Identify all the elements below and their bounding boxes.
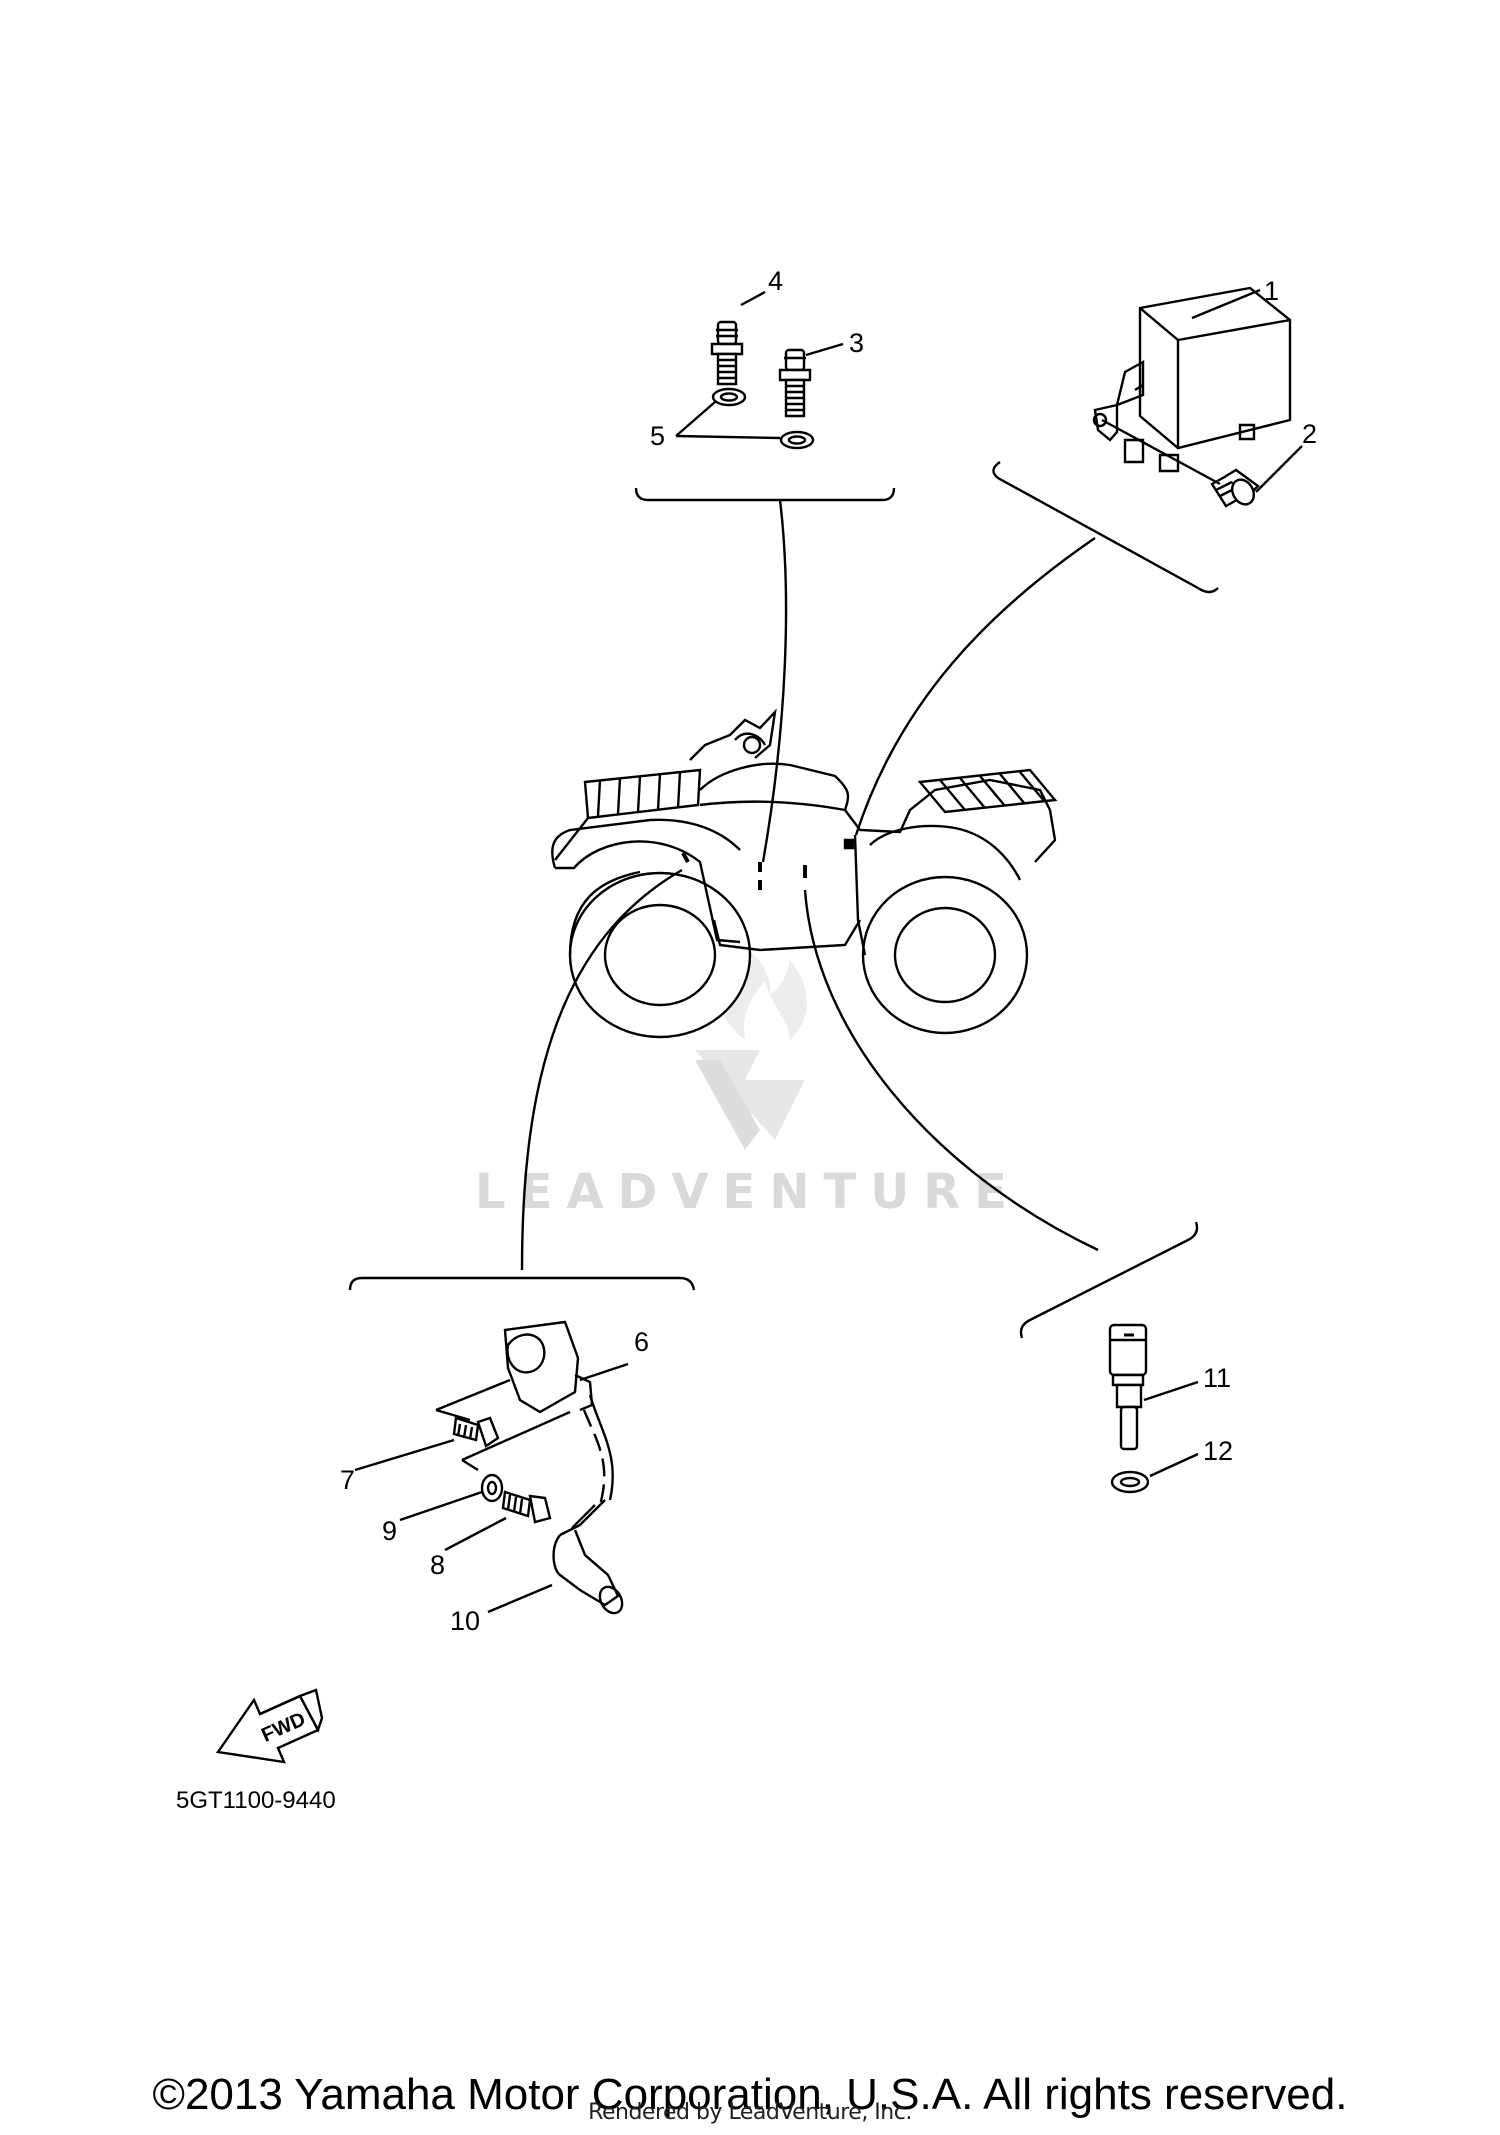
part-group-temp-sensor — [805, 890, 1198, 1492]
callout-10: 10 — [450, 1606, 480, 1636]
callout-11: 11 — [1203, 1363, 1231, 1393]
part-4-stud — [712, 322, 742, 384]
part-6-sensor — [505, 1322, 592, 1412]
callout-3: 3 — [849, 328, 864, 358]
part-7-bolt — [454, 1418, 498, 1446]
copyright-notice: ©2013 Yamaha Motor Corporation, U.S.A. A… — [152, 2070, 1348, 2119]
part-2-screw — [1212, 470, 1258, 508]
part-10-lead-wire — [554, 1395, 627, 1617]
part-1-control-unit — [1094, 288, 1290, 471]
fwd-arrow-icon: FWD — [218, 1690, 322, 1762]
callout-2: 2 — [1302, 419, 1317, 449]
callout-9: 9 — [382, 1516, 397, 1546]
part-3-stud — [780, 350, 810, 416]
callouts: 1 2 3 4 5 6 7 8 9 10 11 12 — [340, 266, 1317, 1636]
atv-vehicle — [552, 712, 1055, 1037]
callout-5: 5 — [650, 421, 665, 451]
part-5-washer-b — [781, 432, 813, 448]
part-group-sensors-top — [636, 292, 894, 862]
rendered-by-credit: Rendered by LeadVenture, Inc. — [588, 2100, 912, 2125]
callout-7: 7 — [340, 1465, 355, 1495]
callout-4: 4 — [768, 266, 783, 296]
callout-12: 12 — [1203, 1436, 1233, 1466]
part-5-washer-a — [713, 389, 745, 405]
part-8-bolt — [503, 1492, 550, 1522]
leadventure-watermark: LEADVENTURE — [475, 940, 1021, 1220]
drawing-code: 5GT1100-9440 — [176, 1787, 336, 1814]
callout-6: 6 — [634, 1327, 649, 1357]
part-group-speed-sensor — [350, 870, 694, 1617]
part-11-sensor — [1110, 1325, 1146, 1449]
part-group-control-unit — [856, 288, 1302, 835]
callout-1: 1 — [1264, 276, 1279, 306]
watermark-text: LEADVENTURE — [475, 1164, 1021, 1220]
part-12-washer — [1112, 1472, 1148, 1492]
callout-8: 8 — [430, 1550, 445, 1580]
part-9-washer — [482, 1475, 502, 1501]
